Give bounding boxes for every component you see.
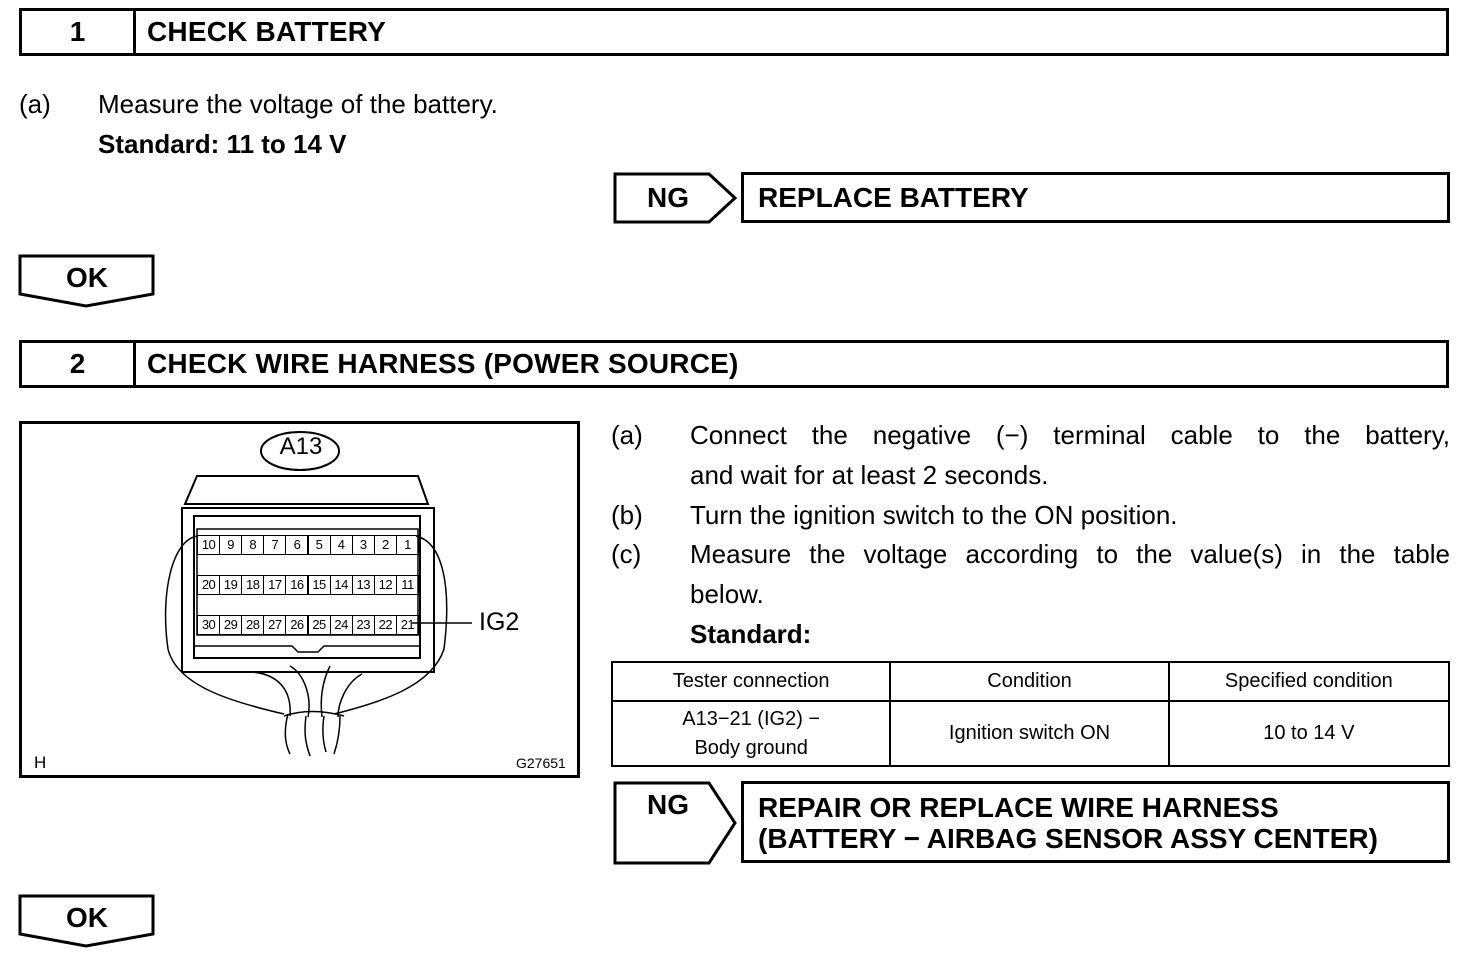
step-2-header: 2 CHECK WIRE HARNESS (POWER SOURCE) xyxy=(19,340,1449,388)
connector-pin: 18 xyxy=(241,575,265,595)
table-cell-condition: Ignition switch ON xyxy=(889,700,1170,767)
step-1-number: 1 xyxy=(22,11,136,53)
connector-pin: 4 xyxy=(329,535,353,555)
connector-pin: 1 xyxy=(395,535,419,555)
connector-pin: 10 xyxy=(197,535,221,555)
connector-pin: 8 xyxy=(241,535,265,555)
step-2-ng-action: REPAIR OR REPLACE WIRE HARNESS (BATTERY … xyxy=(741,781,1450,863)
ok-arrow-icon xyxy=(18,254,155,308)
ng-action-line-2: (BATTERY − AIRBAG SENSOR ASSY CENTER) xyxy=(758,823,1378,854)
connector-pin: 20 xyxy=(197,575,221,595)
instruction-c-label: (c) xyxy=(611,539,642,569)
ok-arrow-icon xyxy=(18,894,155,948)
connector-pin: 5 xyxy=(307,535,331,555)
connector-code: A13 xyxy=(279,433,323,460)
connector-pin: 29 xyxy=(219,615,243,635)
instruction-a-line2: and wait for at least 2 seconds. xyxy=(690,460,1049,490)
step-1-ng-action: REPLACE BATTERY xyxy=(741,172,1450,223)
connector-pin: 14 xyxy=(329,575,353,595)
step-2-ng-label: NG xyxy=(647,789,689,820)
connector-pin: 22 xyxy=(373,615,397,635)
figure-corner-mark: H xyxy=(34,753,47,772)
step-1-a-text: Measure the voltage of the battery. xyxy=(98,89,498,119)
connector-pin: 15 xyxy=(307,575,331,595)
connection-line-2: Body ground xyxy=(694,736,808,759)
connector-pin: 19 xyxy=(219,575,243,595)
connection-line-1: A13−21 (IG2) − xyxy=(682,707,821,730)
connector-pin: 2 xyxy=(373,535,397,555)
connector-pin: 3 xyxy=(351,535,375,555)
step-1-ok-label: OK xyxy=(66,262,108,293)
step-2-title: CHECK WIRE HARNESS (POWER SOURCE) xyxy=(147,348,739,379)
connector-pin: 12 xyxy=(373,575,397,595)
connector-pin: 11 xyxy=(395,575,419,595)
ng-arrow-icon xyxy=(613,172,738,224)
step-1-title: CHECK BATTERY xyxy=(147,16,387,47)
table-header: Specified condition xyxy=(1167,661,1451,702)
spec-table: Tester connection Condition Specified co… xyxy=(610,661,1451,767)
instruction-a-label: (a) xyxy=(611,420,643,450)
ng-action-line-1: REPAIR OR REPLACE WIRE HARNESS xyxy=(758,792,1279,823)
connector-pin: 16 xyxy=(285,575,309,595)
connector-pin: 30 xyxy=(197,615,221,635)
instruction-c-line1: Measure the voltage according to the val… xyxy=(690,539,1450,569)
step-2-ok-label: OK xyxy=(66,902,108,933)
step-1-ng-label: NG xyxy=(647,182,689,213)
ng-arrow-icon xyxy=(613,781,737,865)
instruction-b-line1: Turn the ignition switch to the ON posit… xyxy=(690,500,1178,530)
connector-pin: 21 xyxy=(395,615,419,635)
figure-code: G27651 xyxy=(516,755,566,771)
step-1-header: 1 CHECK BATTERY xyxy=(19,8,1449,56)
table-row: A13−21 (IG2) − Body ground Ignition swit… xyxy=(610,700,1451,767)
connector-pin: 23 xyxy=(351,615,375,635)
instruction-a-line1: Connect the negative (−) terminal cable … xyxy=(690,420,1450,450)
connector-pin: 6 xyxy=(285,535,309,555)
connector-pin: 9 xyxy=(219,535,243,555)
standard-label: Standard: xyxy=(690,619,812,649)
instruction-c-line2: below. xyxy=(690,579,764,609)
table-header: Condition xyxy=(889,661,1170,702)
step-2-number: 2 xyxy=(22,343,136,385)
pin-label: IG2 xyxy=(479,608,520,636)
connector-pin: 28 xyxy=(241,615,265,635)
table-cell-connection: A13−21 (IG2) − Body ground xyxy=(610,700,892,767)
connector-pin: 25 xyxy=(307,615,331,635)
table-header: Tester connection xyxy=(610,661,892,702)
connector-pin: 26 xyxy=(285,615,309,635)
connector-pin: 17 xyxy=(263,575,287,595)
instruction-b-label: (b) xyxy=(611,500,643,530)
table-cell-specified: 10 to 14 V xyxy=(1167,700,1451,767)
connector-pin: 24 xyxy=(329,615,353,635)
step-1-standard: Standard: 11 to 14 V xyxy=(98,129,347,159)
connector-pin: 13 xyxy=(351,575,375,595)
connector-pin: 7 xyxy=(263,535,287,555)
table-header-row: Tester connection Condition Specified co… xyxy=(610,661,1451,702)
connector-pin: 27 xyxy=(263,615,287,635)
step-1-a-label: (a) xyxy=(19,89,51,119)
